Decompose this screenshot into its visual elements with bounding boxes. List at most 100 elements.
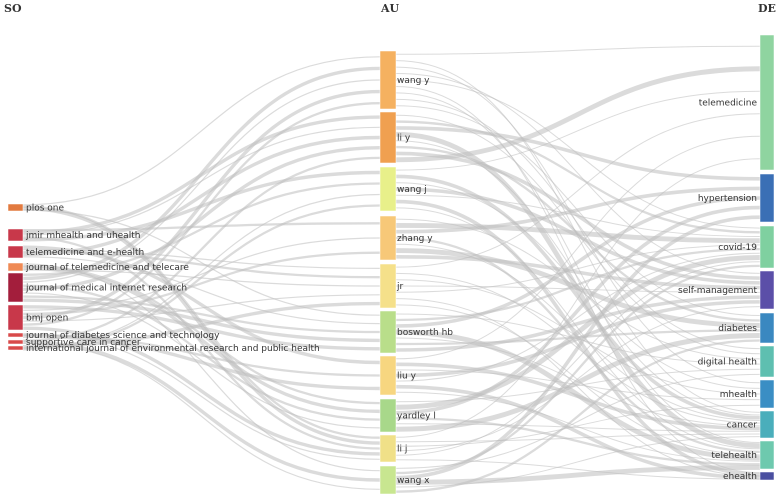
au-de-link <box>395 158 761 438</box>
au-label: yardley l <box>397 412 436 422</box>
de-column-title: DE <box>758 2 776 15</box>
au-node[interactable] <box>379 50 397 110</box>
au-node[interactable] <box>379 310 397 354</box>
au-de-link <box>395 90 761 171</box>
so-au-link <box>22 284 381 421</box>
au-de-link <box>395 207 761 450</box>
so-node[interactable] <box>7 345 24 351</box>
au-label: jr <box>396 282 404 292</box>
au-de-link <box>395 333 761 432</box>
so-au-link <box>22 182 381 276</box>
au-label: wang j <box>397 185 427 195</box>
au-label: li y <box>397 134 411 144</box>
so-au-link <box>22 56 381 206</box>
au-de-link <box>395 362 761 431</box>
au-node[interactable] <box>379 263 397 309</box>
de-node[interactable] <box>759 471 775 481</box>
de-label: digital health <box>698 358 757 368</box>
au-label: wang x <box>397 476 430 486</box>
so-node[interactable] <box>7 339 24 345</box>
au-column-title: AU <box>381 2 400 15</box>
so-label: supportive care in cancer <box>26 338 141 348</box>
so-au-link <box>22 135 381 257</box>
au-node[interactable] <box>379 111 397 164</box>
so-label: telemedicine and e-health <box>26 248 144 258</box>
so-node[interactable] <box>7 228 24 242</box>
so-au-link <box>22 266 381 414</box>
so-node[interactable] <box>7 262 24 272</box>
au-de-link <box>395 244 761 293</box>
so-node[interactable] <box>7 332 24 338</box>
au-node[interactable] <box>379 398 397 433</box>
de-node[interactable] <box>759 440 775 470</box>
au-de-link <box>395 306 761 452</box>
au-de-link <box>395 339 761 493</box>
so-label: bmj open <box>26 314 68 324</box>
au-de-link <box>395 391 761 462</box>
au-de-link <box>395 417 761 466</box>
so-au-link <box>22 333 381 377</box>
so-label: journal of diabetes science and technolo… <box>25 331 220 341</box>
au-de-link <box>395 98 761 350</box>
so-node[interactable] <box>7 245 24 259</box>
au-node[interactable] <box>379 434 397 463</box>
au-de-link <box>395 126 761 181</box>
au-de-link <box>395 247 761 322</box>
so-node[interactable] <box>7 272 24 303</box>
au-node[interactable] <box>379 166 397 212</box>
au-de-link <box>395 222 761 244</box>
de-label: hypertension <box>698 194 757 204</box>
de-label: telemedicine <box>699 99 758 109</box>
au-node[interactable] <box>379 355 397 396</box>
au-de-link <box>395 66 761 163</box>
so-au-link <box>22 251 381 316</box>
au-de-link <box>395 186 761 234</box>
so-au-link <box>22 305 381 351</box>
de-label: covid-19 <box>718 243 757 253</box>
au-node[interactable] <box>379 465 397 495</box>
de-node[interactable] <box>759 34 775 171</box>
au-de-link <box>395 248 761 328</box>
au-de-link <box>395 255 761 290</box>
au-de-link <box>395 196 761 328</box>
de-node[interactable] <box>759 173 775 223</box>
au-label: liu y <box>397 372 417 382</box>
au-de-link <box>395 113 761 268</box>
de-node[interactable] <box>759 270 775 310</box>
au-de-link <box>395 433 761 443</box>
so-au-link <box>22 298 381 343</box>
de-node[interactable] <box>759 379 775 409</box>
so-au-link <box>22 326 381 456</box>
so-au-link <box>22 250 381 279</box>
so-label: journal of medical internet research <box>25 284 187 294</box>
au-node[interactable] <box>379 215 397 261</box>
au-de-link <box>395 384 761 480</box>
de-node[interactable] <box>759 225 775 269</box>
au-de-link <box>395 261 761 456</box>
au-de-link <box>395 252 761 382</box>
so-label: international journal of environmental r… <box>26 344 320 354</box>
au-de-link <box>395 45 761 55</box>
so-au-link <box>22 294 381 322</box>
so-au-link <box>22 156 381 342</box>
so-node[interactable] <box>7 304 24 331</box>
so-label: jmir mhealth and uhealth <box>25 231 140 241</box>
so-au-link <box>22 204 381 351</box>
so-au-link <box>22 89 381 320</box>
de-label: telehealth <box>711 451 757 461</box>
au-de-link <box>395 194 761 237</box>
au-de-link <box>395 300 761 378</box>
links-layer <box>22 45 761 493</box>
au-de-link <box>395 187 761 285</box>
so-au-link <box>22 146 381 292</box>
so-node[interactable] <box>7 203 24 212</box>
de-node[interactable] <box>759 345 775 378</box>
de-node[interactable] <box>759 410 775 439</box>
so-au-link <box>22 295 381 334</box>
de-label: mhealth <box>720 390 757 400</box>
so-au-link <box>22 264 381 405</box>
au-de-link <box>395 205 761 415</box>
de-node[interactable] <box>759 312 775 344</box>
so-au-link <box>22 256 381 325</box>
